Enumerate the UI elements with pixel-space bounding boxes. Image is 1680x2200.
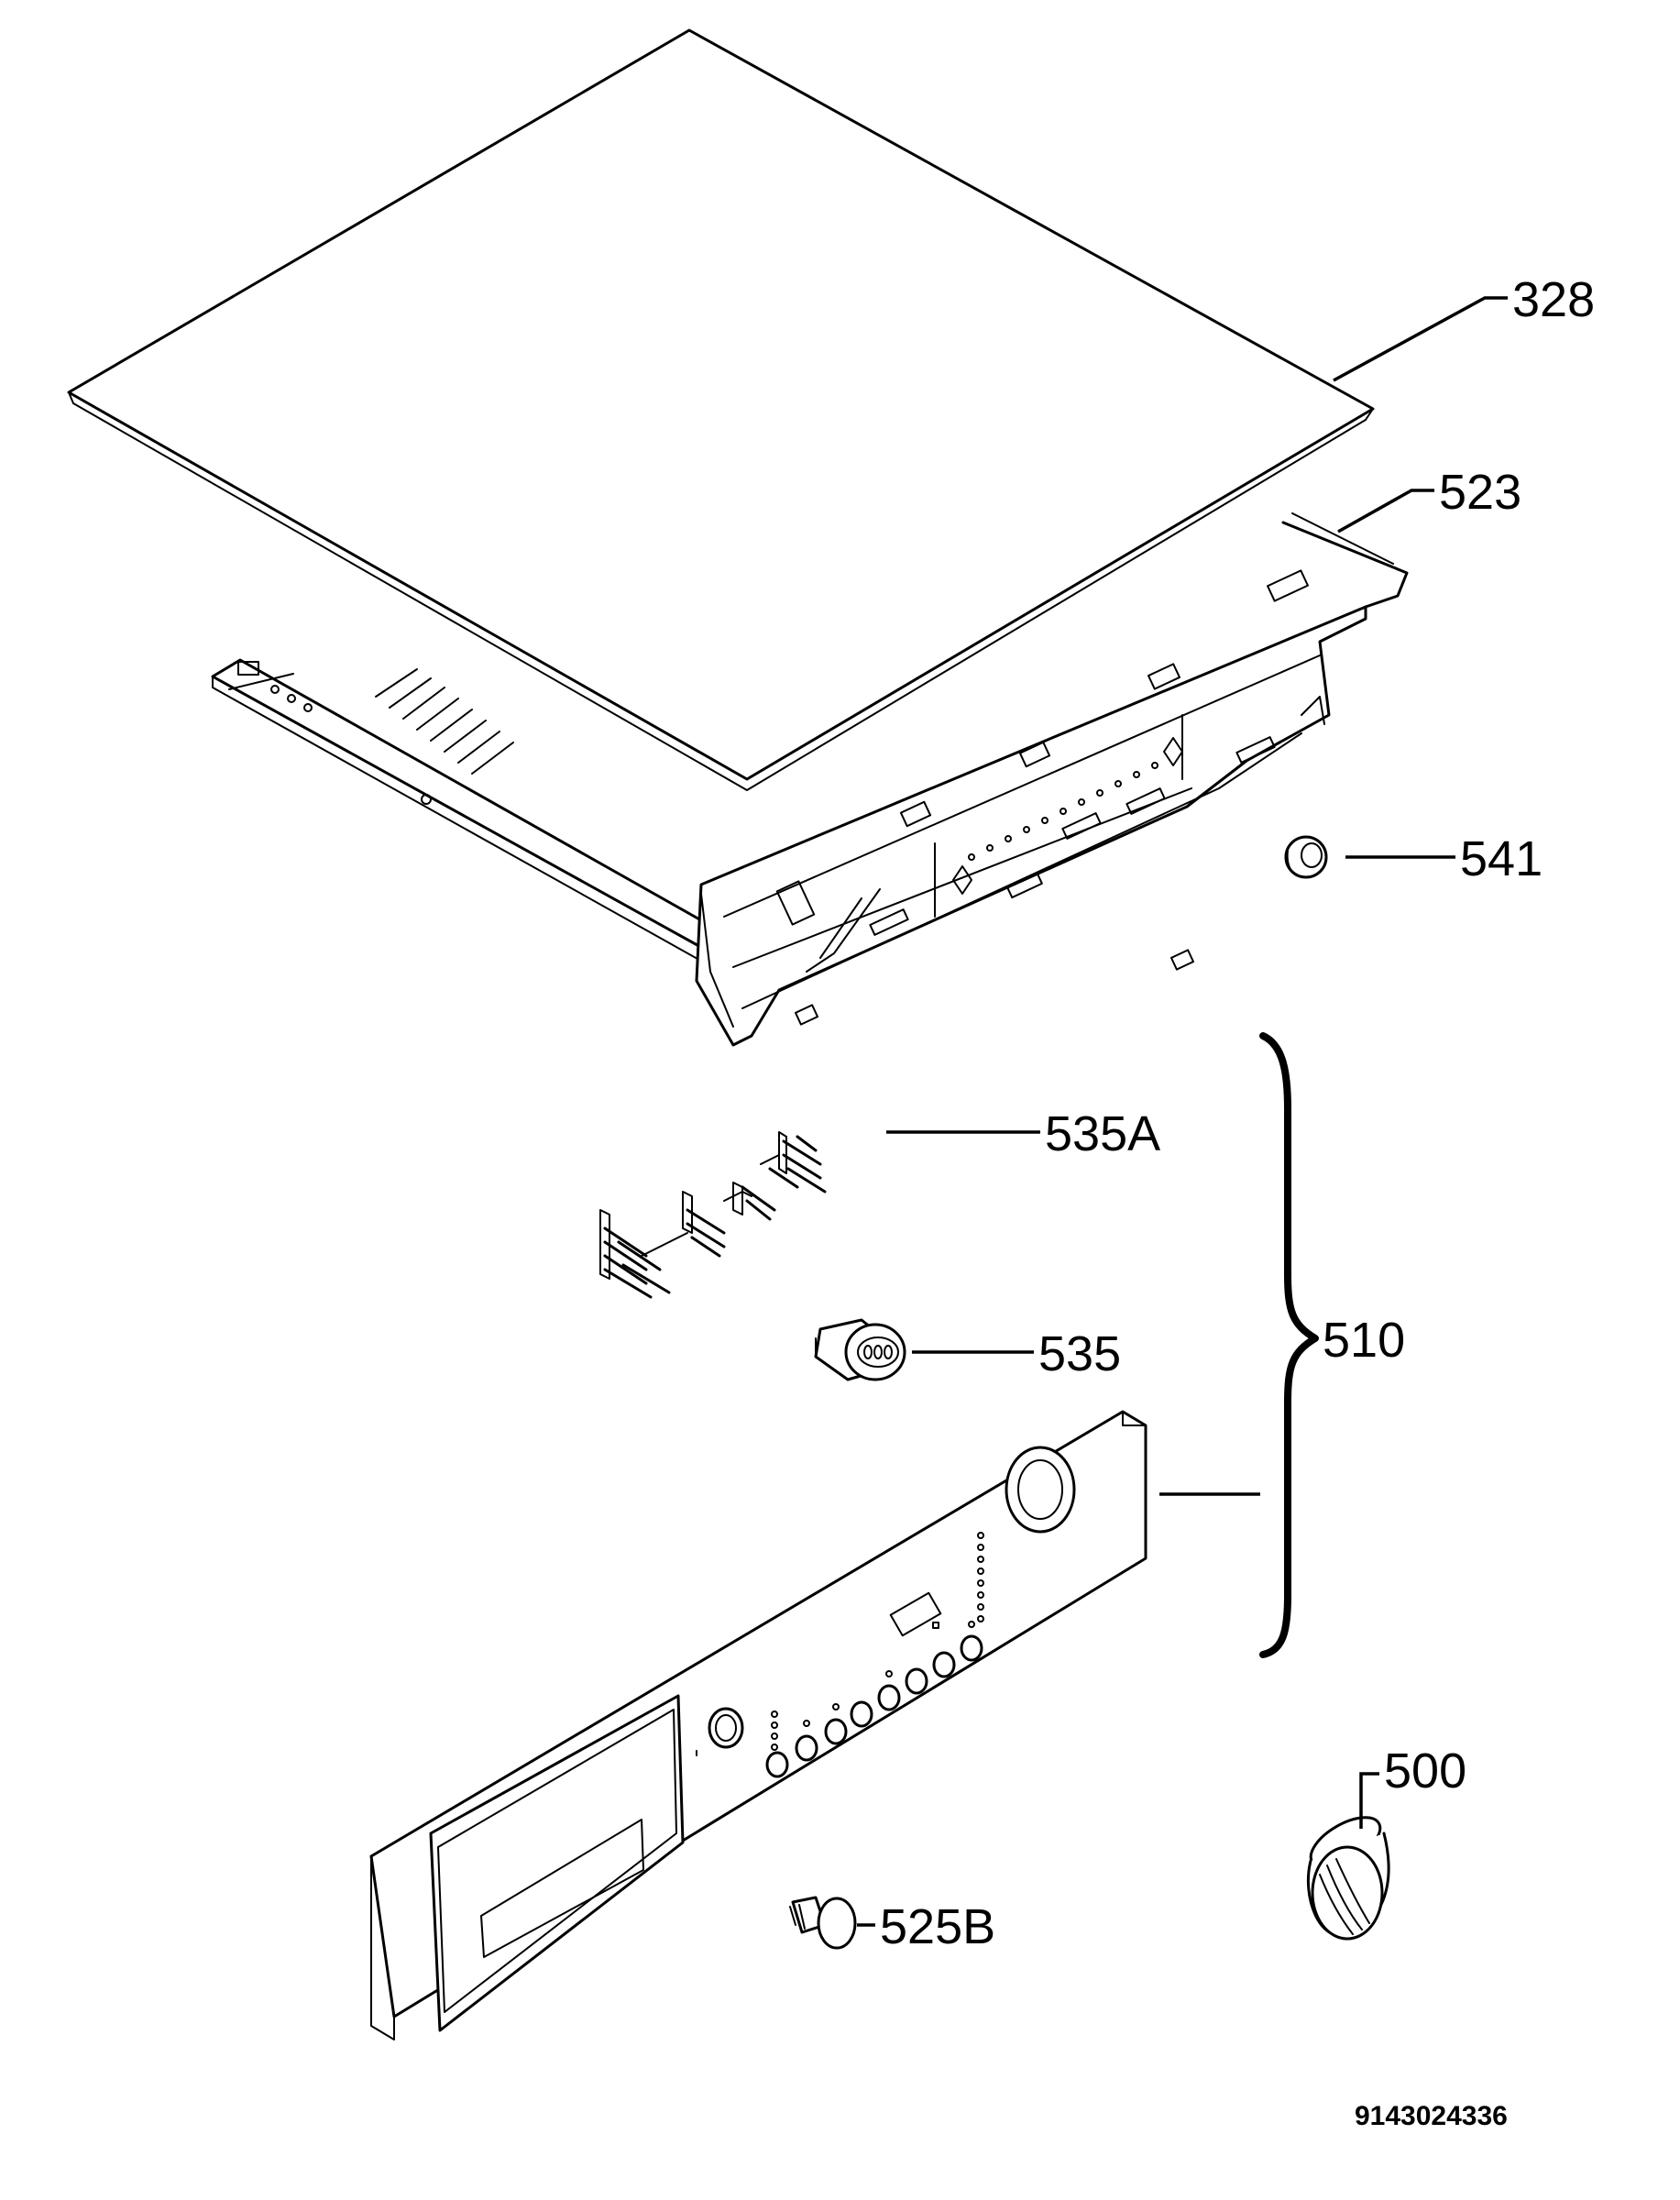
option-buttons[interactable] — [765, 1634, 983, 1778]
callout-500: 500 — [1384, 1744, 1466, 1798]
pin-group-left — [603, 1226, 671, 1299]
display-knob-module[interactable] — [814, 1318, 906, 1381]
top-cover-panel[interactable] — [67, 28, 1375, 791]
programme-knob-part[interactable] — [1303, 1808, 1390, 1941]
frame-pin-holes — [968, 762, 1158, 861]
frame-vent-slots — [375, 668, 514, 775]
callout-328: 328 — [1512, 272, 1595, 327]
programme-selector-ring[interactable] — [1005, 1446, 1076, 1534]
document-id: 9143024336 — [1355, 2101, 1508, 2131]
callout-525b: 525B — [880, 1899, 995, 1954]
leader-lines — [857, 296, 1508, 1927]
option-knob[interactable] — [708, 1707, 744, 1749]
pin-group-right — [768, 1135, 827, 1194]
callout-535a: 535A — [1045, 1106, 1160, 1161]
callout-510: 510 — [1323, 1313, 1405, 1368]
detergent-drawer[interactable] — [429, 1694, 685, 2032]
light-guide-pins[interactable] — [599, 1131, 827, 1299]
control-panel-fascia[interactable] — [369, 1410, 1147, 2040]
pin-group-center — [686, 1208, 726, 1258]
option-led-dots — [771, 1621, 975, 1751]
pin-group-mid — [741, 1185, 776, 1221]
callout-541: 541 — [1460, 831, 1543, 886]
display-window — [889, 1591, 942, 1637]
callout-535: 535 — [1038, 1326, 1121, 1381]
assembly-brace — [1259, 1032, 1319, 1658]
selector-indicator-dots — [977, 1532, 984, 1622]
ring-nut-part[interactable] — [1284, 835, 1328, 879]
control-panel-frame[interactable] — [211, 512, 1409, 1047]
callout-523: 523 — [1439, 465, 1521, 520]
push-button-part[interactable] — [789, 1896, 857, 1950]
